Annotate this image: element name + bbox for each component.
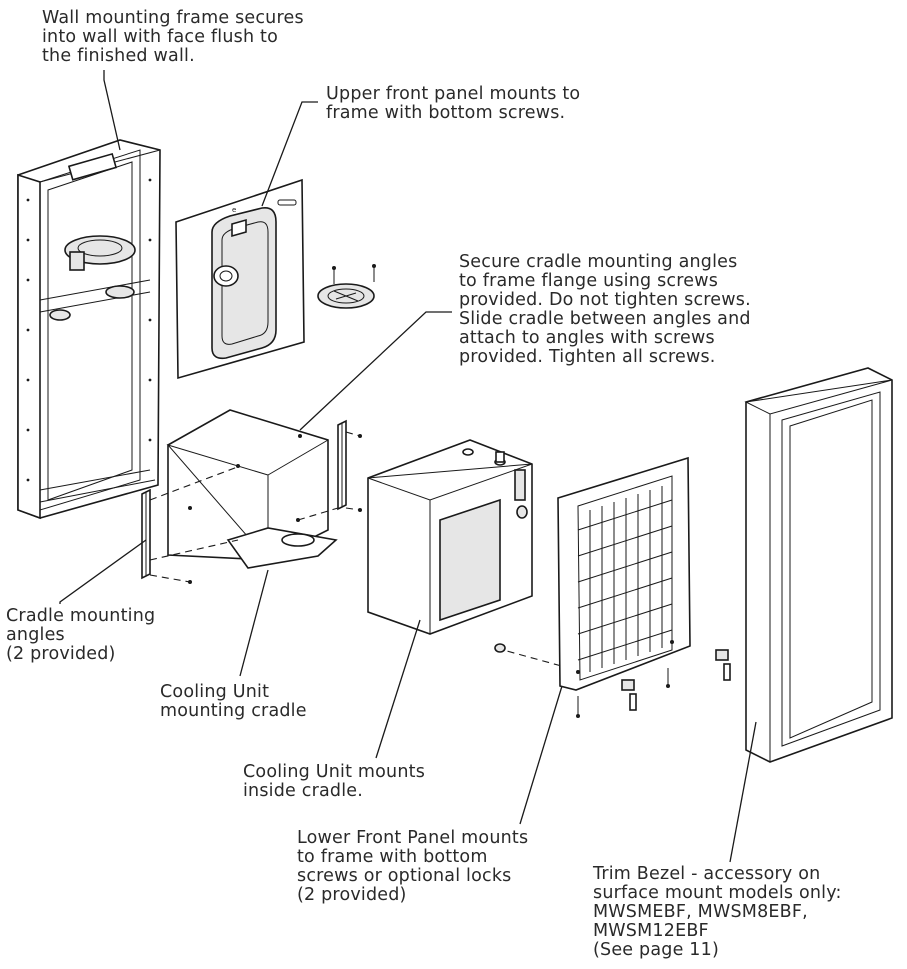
wall-mounting-frame <box>17 139 161 520</box>
label-cradle-mounting-angles: Cradle mounting angles (2 provided) <box>6 606 156 664</box>
label-cooling-unit: Cooling Unit mounts inside cradle. <box>243 762 426 801</box>
label-upper-front-panel: Upper front panel mounts to frame with b… <box>326 84 581 123</box>
label-cooling-unit-cradle: Cooling Unit mounting cradle <box>160 682 307 721</box>
label-cradle-angle-instructions: Secure cradle mounting angles to frame f… <box>459 252 751 367</box>
optional-locks <box>494 643 731 718</box>
cooling-unit-cradle <box>166 409 338 569</box>
filter-grille-disc <box>317 264 376 309</box>
cradle-mounting-angle-right <box>337 419 347 511</box>
svg-text:e: e <box>232 206 236 214</box>
label-trim-bezel: Trim Bezel - accessory on surface mount … <box>593 864 842 960</box>
cooling-unit <box>367 439 533 635</box>
lower-front-panel <box>557 456 691 691</box>
trim-bezel <box>744 367 893 763</box>
label-lower-front-panel: Lower Front Panel mounts to frame with b… <box>297 828 529 905</box>
leader-lines <box>59 70 757 863</box>
label-wall-mounting-frame: Wall mounting frame secures into wall wi… <box>42 8 304 66</box>
upper-front-panel: e <box>175 178 305 380</box>
screw-alignment-lines <box>149 431 577 671</box>
cradle-mounting-angle-left <box>141 488 151 580</box>
